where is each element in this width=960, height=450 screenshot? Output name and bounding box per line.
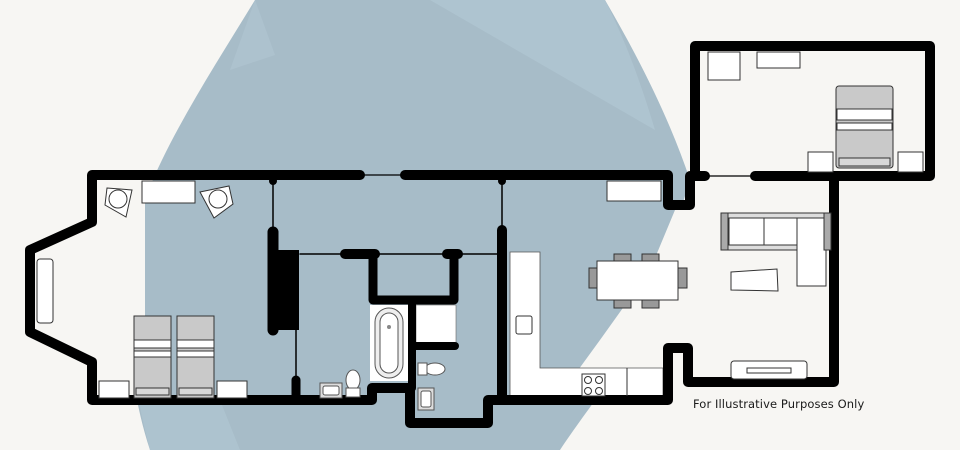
- window-seat: [36, 258, 54, 324]
- blob-facet: [138, 395, 240, 450]
- coffee-table: [730, 268, 779, 292]
- wc-cupboard: [415, 304, 457, 344]
- dining-table: [596, 260, 679, 301]
- living-furniture: [720, 212, 832, 380]
- disclaimer-caption: For Illustrative Purposes Only: [693, 397, 865, 411]
- bedroom-1-floor: [37, 180, 145, 395]
- bedside-table: [216, 380, 248, 399]
- toilet: [345, 369, 361, 391]
- bathroom-furniture: [319, 307, 446, 411]
- sideboard: [606, 180, 662, 202]
- hob: [581, 373, 606, 397]
- desk: [756, 51, 801, 69]
- toilet: [424, 362, 446, 376]
- bedside-table: [897, 151, 924, 173]
- twin-bed: [176, 315, 215, 399]
- bedside-table: [98, 380, 130, 399]
- blob-facet: [430, 0, 655, 130]
- dresser: [141, 180, 196, 204]
- sink: [515, 315, 533, 335]
- background-blob: [127, 0, 690, 450]
- blob-facet: [230, 0, 275, 70]
- armchair-seat: [208, 189, 228, 209]
- armchair-seat: [108, 189, 128, 209]
- wardrobe: [707, 51, 741, 81]
- kitchen-dining-furniture: [515, 180, 688, 397]
- double-bed: [835, 85, 894, 169]
- bedroom-1-furniture: [36, 180, 248, 399]
- twin-bed: [133, 315, 172, 399]
- bedside-table: [807, 151, 834, 173]
- bedroom-2-furniture: [707, 51, 924, 173]
- walls: [25, 41, 935, 428]
